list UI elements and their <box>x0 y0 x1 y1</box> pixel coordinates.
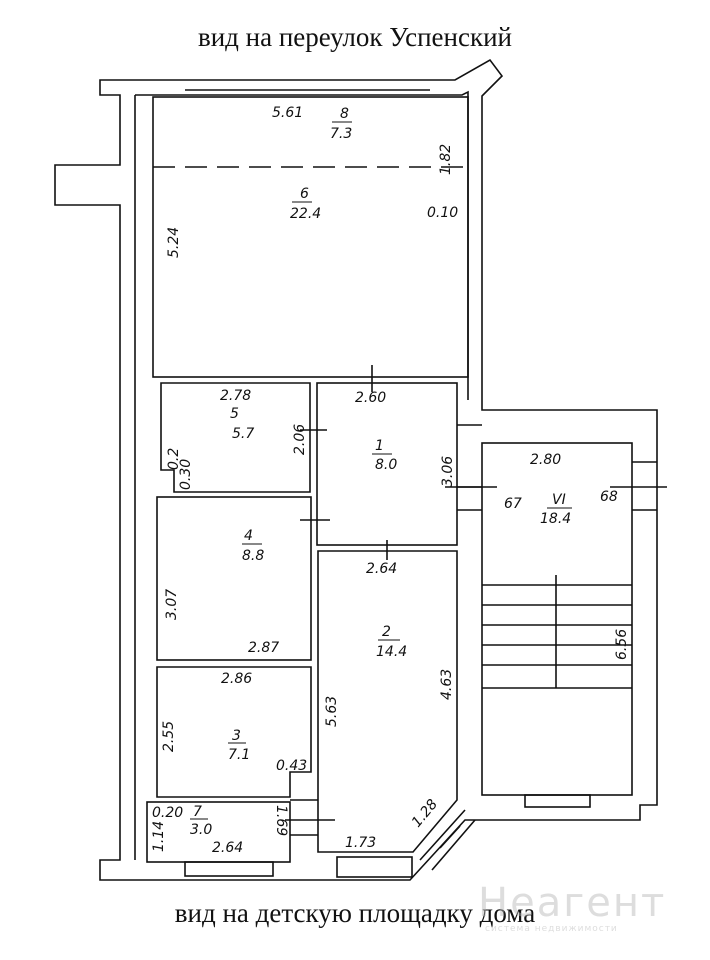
room-7-id: 7 <box>193 804 202 820</box>
plan-title-bottom: вид на детскую площадку дома <box>174 898 536 928</box>
room-4 <box>156 496 312 661</box>
dim-vi-right: 68 <box>600 489 618 505</box>
room-2-area: 14.4 <box>376 644 407 660</box>
dim-vi-top: 2.80 <box>530 452 561 468</box>
room-4-id: 4 <box>244 528 253 544</box>
room-3 <box>156 666 312 798</box>
dim-r2-top: 2.64 <box>366 561 397 577</box>
room-1-area: 8.0 <box>375 457 397 473</box>
room-6-area: 22.4 <box>290 206 321 222</box>
dim-r2-right: 4.63 <box>439 669 455 700</box>
room-VI-id: VI <box>552 492 566 508</box>
dim-r7-left: 1.14 <box>151 821 167 852</box>
dim-r5-top: 2.78 <box>220 388 251 404</box>
room-8-id: 8 <box>340 106 349 122</box>
room-2-id: 2 <box>382 624 391 640</box>
watermark-tagline: система недвижимости <box>485 924 618 934</box>
dim-vi-left: 67 <box>504 496 522 512</box>
plan-title-top: вид на переулок Успенский <box>197 22 512 52</box>
room-7-area: 3.0 <box>190 822 212 838</box>
dim-r4-bottom: 2.87 <box>248 640 279 656</box>
watermark-brand: Неагент <box>478 880 667 926</box>
dim-r3-left: 2.55 <box>161 721 177 752</box>
dim-r5-notch-b: 0.30 <box>178 459 194 490</box>
dim-r7-right: 1.69 <box>273 805 289 836</box>
inner-wall <box>135 90 469 400</box>
dim-r1-top: 2.60 <box>355 390 386 406</box>
dim-r1-right: 3.06 <box>440 456 456 487</box>
dim-r4-left: 3.07 <box>164 589 180 620</box>
room-3-area: 7.1 <box>228 747 250 763</box>
room-4-area: 8.8 <box>242 548 264 564</box>
dim-r7-notch: 0.20 <box>152 805 183 821</box>
dim-r2-bottom: 1.73 <box>345 835 376 851</box>
dim-r6-top: 5.61 <box>272 105 303 121</box>
dim-r5-notch-a: 0.2 <box>166 448 182 470</box>
room-2 <box>317 550 458 853</box>
dim-vi-side: 6.56 <box>614 629 630 660</box>
outer-wall <box>54 58 658 881</box>
dim-r3-top: 2.86 <box>221 671 252 687</box>
dim-r5-right: 2.06 <box>292 424 308 455</box>
room-3-id: 3 <box>232 728 241 744</box>
room-6-id: 6 <box>300 186 309 202</box>
dim-r3-notch: 0.43 <box>276 758 307 774</box>
stairs <box>482 575 632 689</box>
room-5-area: 5.7 <box>232 426 254 442</box>
room-1-id: 1 <box>375 438 384 454</box>
room-VI-area: 18.4 <box>540 511 571 527</box>
room-5-id: 5 <box>230 406 239 422</box>
dim-r6-left: 5.24 <box>166 227 182 258</box>
dim-r6-right: 0.10 <box>427 205 458 221</box>
dim-r7-bottom: 2.64 <box>212 840 243 856</box>
dim-r8-depth: 1.82 <box>438 144 454 175</box>
room-6 <box>152 96 469 378</box>
room-8-area: 7.3 <box>330 126 352 142</box>
room-5 <box>160 382 311 493</box>
dim-r2-left: 5.63 <box>324 696 340 727</box>
